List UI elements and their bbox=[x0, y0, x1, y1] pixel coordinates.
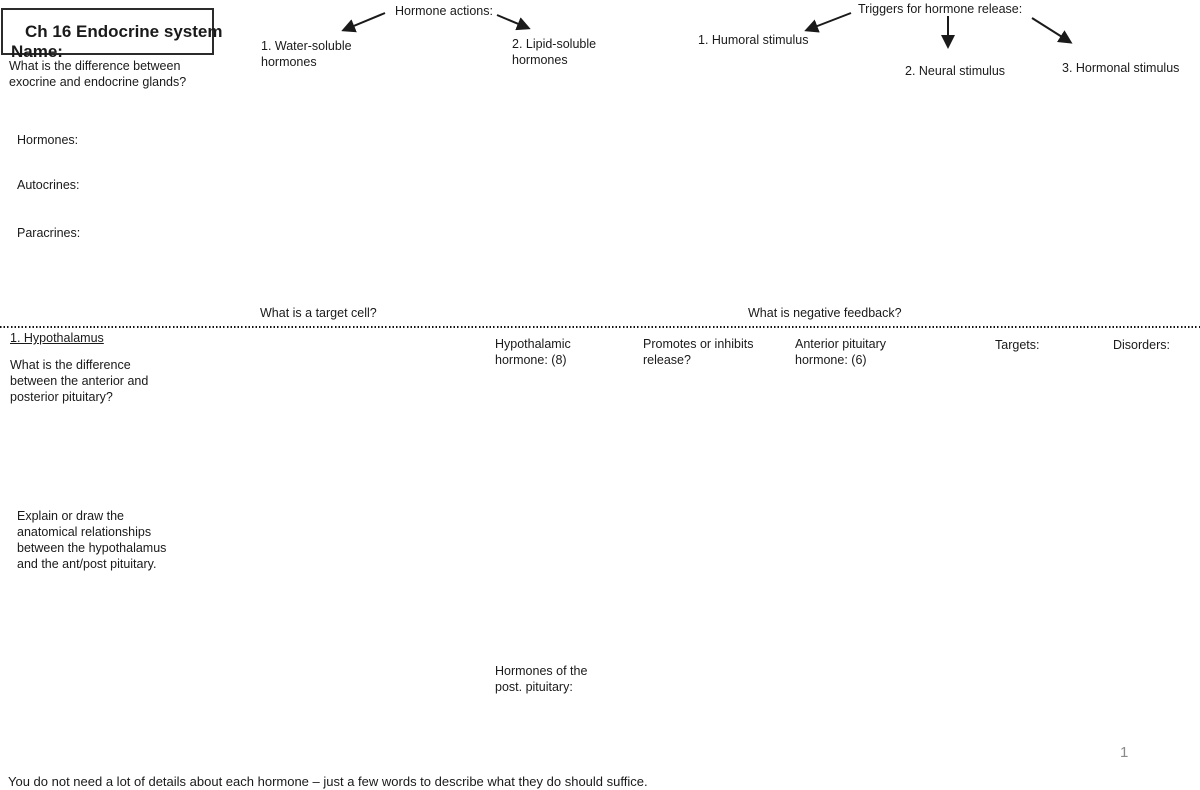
arrow-to-humoral-icon bbox=[804, 12, 852, 33]
arrow-to-water-soluble-icon bbox=[341, 12, 386, 33]
column-header-disorders: Disorders: bbox=[1113, 338, 1170, 352]
arrow-to-lipid-soluble-icon bbox=[496, 14, 531, 31]
humoral-stimulus-label: 1. Humoral stimulus bbox=[698, 33, 809, 47]
water-soluble-hormones-label: 1. Water-soluble hormones bbox=[261, 39, 352, 69]
title-box: Ch 16 Endocrine system Name: bbox=[1, 8, 222, 61]
arrow-to-hormonal-icon bbox=[1031, 17, 1073, 44]
hormone-actions-label: Hormone actions: bbox=[395, 4, 493, 18]
triggers-label: Triggers for hormone release: bbox=[858, 2, 1023, 16]
hormonal-stimulus-label: 3. Hormonal stimulus bbox=[1062, 61, 1180, 75]
column-header-targets: Targets: bbox=[995, 338, 1040, 352]
dotted-divider bbox=[0, 326, 1200, 328]
column-header-hypothalamic-hormone: Hypothalamic hormone: (8) bbox=[495, 337, 571, 367]
paracrines-label: Paracrines: bbox=[17, 226, 81, 240]
lipid-soluble-hormones-label: 2. Lipid-soluble hormones bbox=[512, 37, 597, 67]
hormones-label: Hormones: bbox=[17, 133, 79, 147]
negative-feedback-question: What is negative feedback? bbox=[748, 306, 902, 320]
hypothalamus-heading: 1. Hypothalamus bbox=[10, 331, 104, 345]
name-label: Name: bbox=[11, 42, 63, 61]
post-pituitary-hormones-label: Hormones of the post. pituitary: bbox=[495, 664, 588, 694]
autocrines-label: Autocrines: bbox=[17, 178, 80, 192]
explain-anatomy-prompt: Explain or draw the anatomical relations… bbox=[17, 509, 167, 571]
neural-stimulus-label: 2. Neural stimulus bbox=[905, 64, 1006, 78]
page-number: 1 bbox=[1120, 744, 1129, 761]
exocrine-endocrine-question: What is the difference between exocrine … bbox=[9, 59, 187, 89]
footer-note: You do not need a lot of details about e… bbox=[8, 774, 648, 789]
page-title: Ch 16 Endocrine system bbox=[25, 22, 223, 41]
column-header-anterior-pituitary-hormone: Anterior pituitary hormone: (6) bbox=[795, 337, 887, 367]
column-header-promotes-inhibits: Promotes or inhibits release? bbox=[643, 337, 754, 367]
target-cell-question: What is a target cell? bbox=[260, 306, 377, 320]
ant-post-pituitary-question: What is the difference between the anter… bbox=[10, 358, 149, 404]
